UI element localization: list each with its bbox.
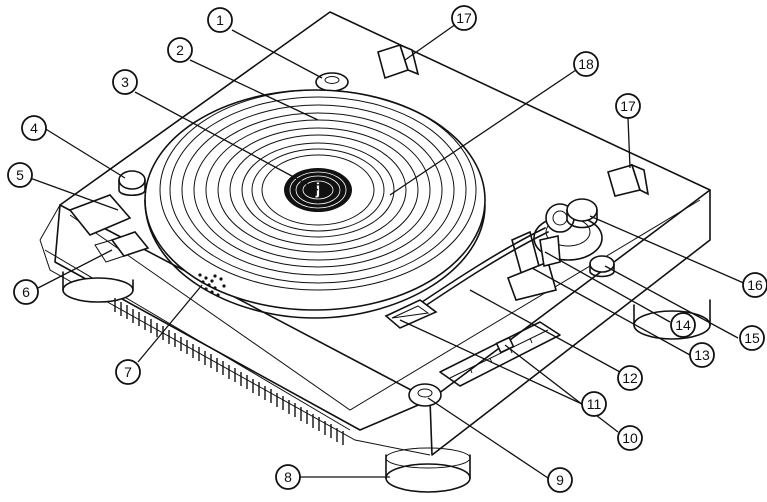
- front-grille: [114, 298, 344, 445]
- foot-left: [62, 271, 134, 303]
- callout-10: 10: [617, 425, 643, 451]
- svg-text:10: 10: [622, 430, 638, 446]
- callout-14: 14: [670, 312, 696, 338]
- callout-7: 7: [115, 359, 141, 385]
- ep-adaptor: [315, 72, 349, 92]
- pitch-slider: [439, 321, 561, 387]
- foot-front: [385, 447, 471, 493]
- callout-12: 12: [617, 365, 643, 391]
- speed-buttons: [94, 231, 150, 263]
- anti-skate-dial: [589, 255, 615, 278]
- svg-text:11: 11: [587, 396, 602, 412]
- counterweight: [566, 198, 598, 229]
- svg-text:12: 12: [622, 370, 638, 386]
- callout-13: 13: [689, 342, 715, 368]
- arm-lift-lever: [539, 235, 561, 267]
- callout-1: 1: [207, 7, 233, 33]
- callout-9: 9: [547, 467, 573, 493]
- svg-text:8: 8: [284, 469, 292, 485]
- svg-text:17: 17: [456, 10, 472, 26]
- svg-text:9: 9: [556, 472, 564, 488]
- arm-rest: [506, 230, 557, 301]
- svg-text:18: 18: [578, 56, 594, 72]
- svg-text:6: 6: [22, 284, 30, 300]
- callout-8: 8: [275, 464, 301, 490]
- leader-lines: [29, 23, 747, 479]
- svg-text:14: 14: [675, 317, 691, 333]
- svg-text:4: 4: [30, 120, 38, 136]
- svg-text:2: 2: [176, 42, 184, 58]
- svg-text:7: 7: [124, 364, 132, 380]
- svg-text:1: 1: [216, 12, 224, 28]
- power-knob: [118, 170, 146, 197]
- target-light: [408, 383, 442, 407]
- callout-4: 4: [21, 115, 47, 141]
- headshell: [384, 299, 438, 329]
- callout-3: 3: [112, 69, 138, 95]
- callout-16: 16: [742, 272, 767, 298]
- callout-11: 11: [581, 391, 607, 417]
- start-stop-button: [68, 194, 132, 236]
- svg-text:3: 3: [121, 74, 129, 90]
- svg-text:16: 16: [747, 277, 763, 293]
- callout-17-side: 17: [615, 93, 641, 119]
- svg-text:15: 15: [744, 330, 760, 346]
- callout-6: 6: [13, 279, 39, 305]
- callout-17-top: 17: [451, 5, 477, 31]
- svg-text:13: 13: [694, 347, 710, 363]
- svg-text:17: 17: [620, 98, 636, 114]
- hinge-rear: [377, 43, 420, 80]
- strobe-dots: [198, 273, 226, 297]
- callout-15: 15: [739, 325, 765, 351]
- callout-18: 18: [573, 51, 599, 77]
- hinge-side: [607, 163, 650, 197]
- tonearm: [409, 227, 549, 315]
- callout-5: 5: [7, 162, 33, 188]
- svg-text:5: 5: [16, 167, 24, 183]
- record-grooves: [159, 89, 477, 291]
- callout-2: 2: [167, 37, 193, 63]
